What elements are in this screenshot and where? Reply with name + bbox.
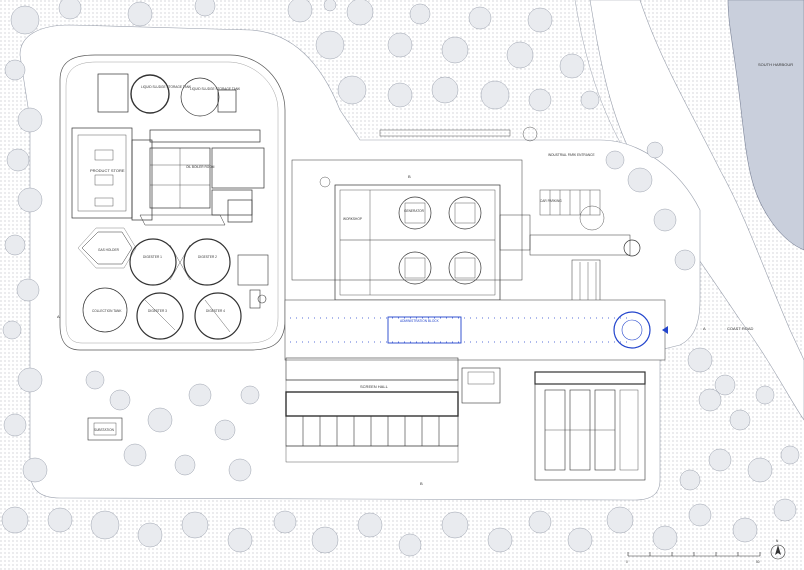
label-admin-block: ADMINISTRATION BLOCK bbox=[400, 319, 440, 323]
access-road bbox=[284, 299, 668, 361]
site-boundary bbox=[19, 24, 701, 501]
scale-start: 0 bbox=[626, 560, 628, 564]
label-screen-hall: SCREEN HALL bbox=[360, 384, 389, 389]
label-substation: SUBSTATION bbox=[94, 428, 115, 432]
scale-bar bbox=[627, 552, 761, 557]
tree-group bbox=[1, 0, 800, 557]
car-parking bbox=[319, 126, 605, 231]
treatment-compound-outline bbox=[59, 54, 286, 351]
label-digester-3: DIGESTER 3 bbox=[148, 309, 167, 313]
north-label: N bbox=[776, 539, 779, 543]
process-buildings bbox=[71, 127, 265, 226]
substation bbox=[87, 417, 123, 441]
label-digester-4: DIGESTER 4 bbox=[206, 309, 225, 313]
digesters bbox=[77, 227, 242, 340]
label-gas-holder: GAS HOLDER bbox=[98, 248, 120, 252]
label-workshop: WORKSHOP bbox=[343, 217, 362, 221]
label-coast-road: COAST ROAD bbox=[727, 326, 753, 331]
label-digester-1: DIGESTER 1 bbox=[143, 255, 162, 259]
svg-text:A: A bbox=[57, 314, 60, 319]
label-generator: GENERATOR bbox=[404, 209, 425, 213]
scale-end: 50 bbox=[756, 560, 760, 564]
label-digester-2: DIGESTER 2 bbox=[198, 255, 217, 259]
section-markers: A A B B bbox=[57, 174, 706, 486]
label-liquid-sludge-1: LIQUID SLUDGE STORAGE TANK bbox=[141, 85, 192, 89]
screen-hall bbox=[285, 357, 501, 463]
generator-building bbox=[291, 159, 641, 303]
auxiliary-tanks bbox=[237, 254, 269, 309]
label-industrial-park: INDUSTRIAL PARK ENTRANCE bbox=[548, 153, 595, 157]
svg-text:B: B bbox=[408, 174, 411, 179]
label-liquid-sludge-2: LIQUID SLUDGE STORAGE TANK bbox=[190, 87, 241, 91]
svg-text:A: A bbox=[703, 326, 706, 331]
liquid-sludge-tanks bbox=[97, 73, 237, 117]
svg-text:B: B bbox=[420, 481, 423, 486]
north-arrow-icon bbox=[770, 544, 786, 560]
south-harbour-water bbox=[727, 0, 804, 251]
label-oil-boiler-room: OIL BOILER ROOM bbox=[186, 165, 215, 169]
label-car-parking: CAR PARKING bbox=[540, 199, 562, 203]
sedimentation-tanks bbox=[534, 371, 646, 481]
label-south-harbour: SOUTH HARBOUR bbox=[758, 62, 793, 67]
label-collection-tank: COLLECTION TANK bbox=[92, 309, 122, 313]
label-product-store: PRODUCT STORE bbox=[90, 168, 125, 173]
